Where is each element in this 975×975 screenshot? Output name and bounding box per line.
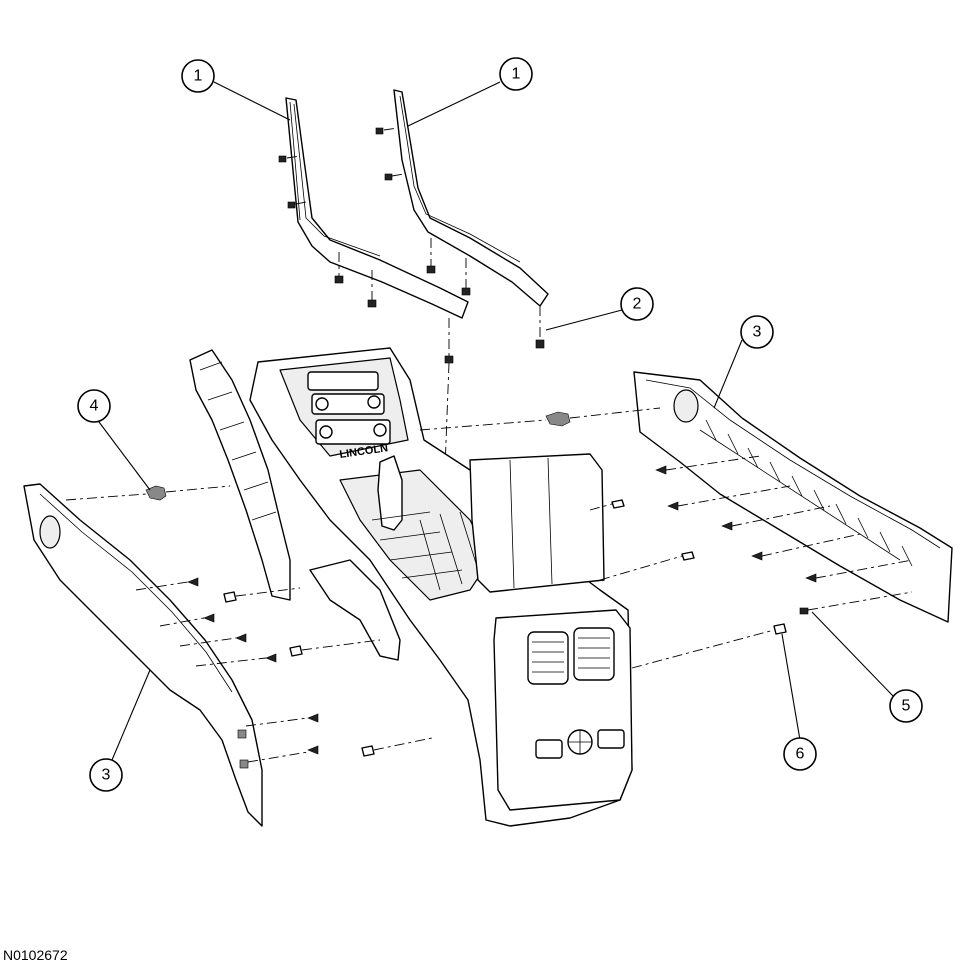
callout-label: 1 [194,68,203,85]
callout-label: 4 [90,398,99,415]
left-trim-strip [285,97,469,319]
callout-1-right: 1 [499,57,533,91]
callout-5: 5 [889,689,923,723]
console-screws [223,499,787,757]
callout-label: 5 [902,698,911,715]
callout-1-left: 1 [181,59,215,93]
figure-id: N0102672 [3,947,68,963]
right-trim-strip [393,89,549,307]
left-side-panel [23,483,263,827]
callout-2: 2 [620,287,654,321]
trim-clips [278,127,545,364]
pushpin-fastener-right [419,407,661,431]
center-console: LINCOLN [189,347,633,827]
right-panel-fasteners [655,455,913,615]
callout-label: 2 [633,296,642,313]
callout-label: 6 [796,746,805,763]
callout-label: 3 [753,324,762,341]
left-panel-fasteners [135,577,319,763]
callout-leaders [95,81,894,761]
callout-label: 1 [512,66,521,83]
callout-3-left: 3 [89,758,123,792]
callout-6: 6 [783,737,817,771]
callout-label: 3 [102,767,111,784]
callout-4: 4 [77,389,111,423]
right-side-panel [633,371,953,623]
pushpin-fastener-left [65,485,231,501]
callout-3-right: 3 [740,315,774,349]
